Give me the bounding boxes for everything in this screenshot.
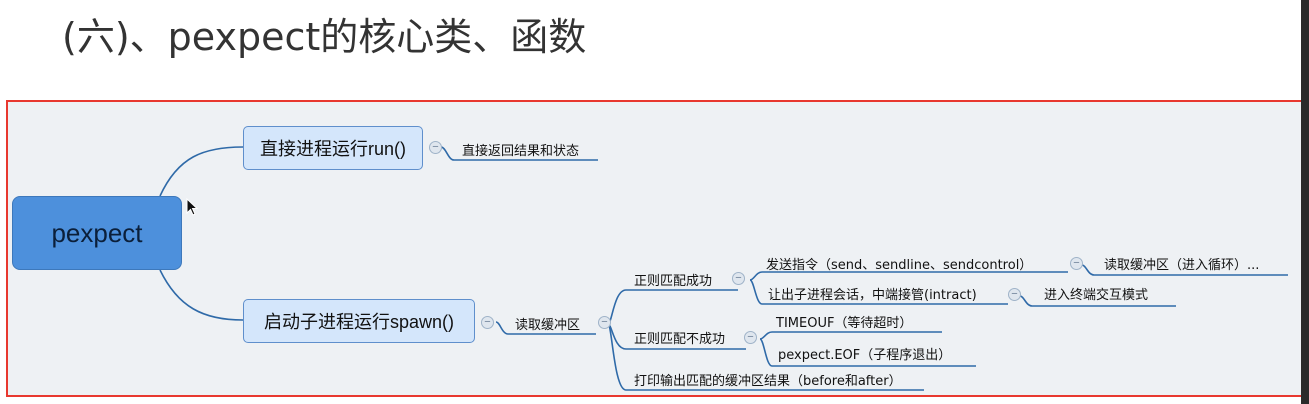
spawn-node-label: 启动子进程运行spawn()	[263, 312, 455, 332]
print-buffer-label: 打印输出匹配的缓冲区结果（before和after）	[634, 374, 902, 389]
collapse-icon[interactable]: −	[1008, 288, 1021, 301]
edge-fail-timeout	[759, 331, 942, 340]
edge-interact-terminal	[1019, 295, 1176, 307]
root-node[interactable]: pexpect	[12, 196, 182, 270]
mouse-cursor-icon	[186, 198, 199, 216]
root-label: pexpect	[51, 217, 143, 248]
edge-success-interact	[749, 279, 1008, 305]
run-leaf: 直接返回结果和状态	[462, 144, 580, 159]
terminal-mode-label: 进入终端交互模式	[1044, 288, 1149, 303]
match-fail-label: 正则匹配不成功	[634, 332, 726, 347]
collapse-icon[interactable]: −	[744, 331, 757, 344]
collapse-icon[interactable]: −	[598, 316, 611, 329]
timeout-label: TIMEOUF（等待超时）	[776, 316, 913, 331]
edge-root-run	[159, 146, 244, 197]
collapse-icon[interactable]: −	[429, 141, 442, 154]
eof-label: pexpect.EOF（子程序退出）	[778, 348, 952, 363]
edge-root-spawn	[159, 269, 244, 321]
send-command-label: 发送指令（send、sendline、sendcontrol）	[766, 258, 1033, 273]
edge-send-loop	[1081, 264, 1288, 276]
read-loop-label: 读取缓冲区（进入循环）...	[1104, 258, 1260, 273]
window-edge-bar	[1301, 0, 1309, 404]
page-title: (六)、pexpect的核心类、函数	[62, 15, 587, 59]
spawn-node[interactable]: 启动子进程运行spawn()	[243, 299, 475, 343]
mindmap-edges	[159, 146, 1288, 391]
interact-label: 让出子进程会话，中端接管(intract)	[768, 288, 977, 303]
match-success-label: 正则匹配成功	[634, 274, 713, 289]
collapse-icon[interactable]: −	[1070, 257, 1083, 270]
edge-run-leaf	[440, 146, 598, 161]
edge-read-success	[607, 289, 738, 325]
mindmap-frame: pexpect 直接进程运行run() − 直接返回结果和状态 启动子进程运行s…	[6, 100, 1303, 397]
collapse-icon[interactable]: −	[732, 272, 745, 285]
edge-success-send	[749, 271, 1068, 281]
collapse-icon[interactable]: −	[481, 316, 494, 329]
run-node-label: 直接进程运行run()	[259, 139, 406, 159]
read-buffer-label: 读取缓冲区	[515, 318, 581, 333]
edge-fail-eof	[759, 338, 976, 367]
run-node[interactable]: 直接进程运行run()	[243, 126, 423, 170]
edge-spawn-read	[495, 321, 596, 335]
